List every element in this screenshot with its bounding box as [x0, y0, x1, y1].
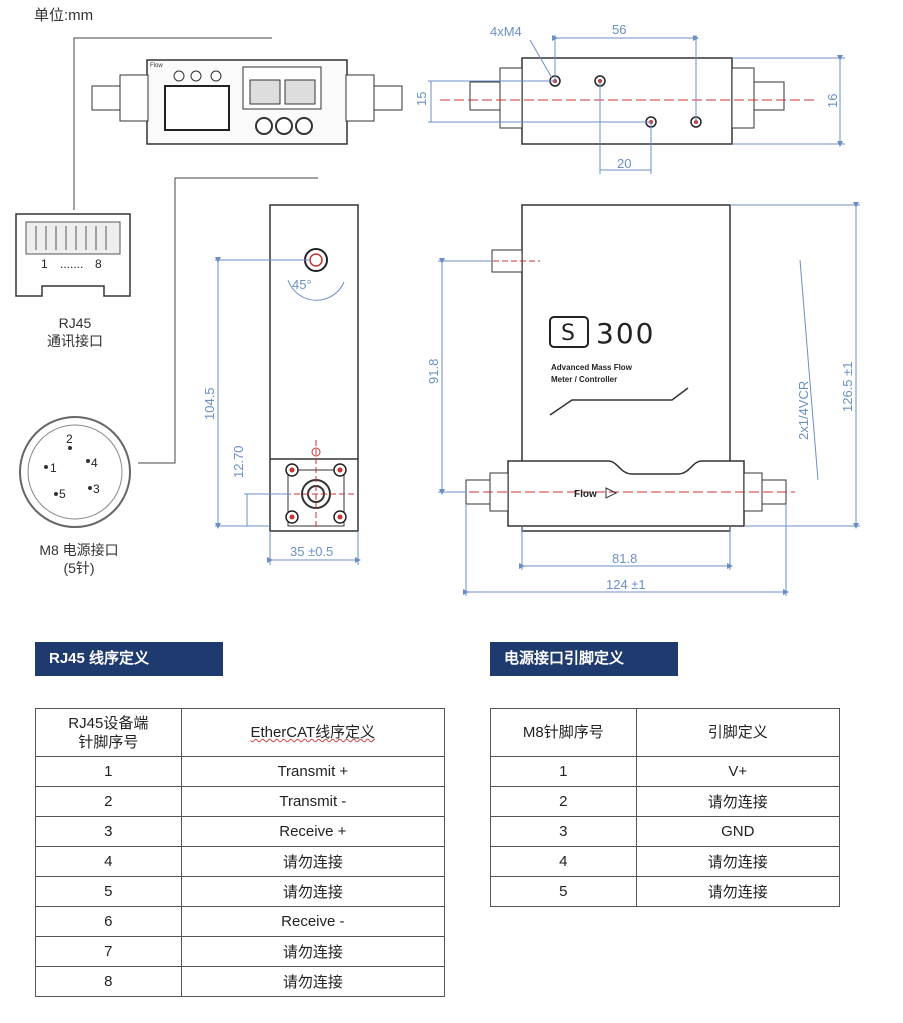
svg-text:Flow: Flow — [150, 63, 163, 69]
pin-number-cell: 2 — [35, 786, 182, 817]
m8-col-def: 引脚定义 — [635, 708, 841, 757]
pin-number-cell: 6 — [35, 906, 182, 937]
pin-number-cell: 1 — [490, 756, 637, 787]
m8-pin-2: 2 — [66, 432, 73, 446]
pin-definition-cell: 请勿连接 — [180, 966, 446, 997]
table-header-row: RJ45设备端 针脚序号 EtherCAT线序定义 — [35, 708, 446, 757]
pin-number-cell: 5 — [35, 876, 182, 907]
pin-number-cell: 3 — [35, 816, 182, 847]
pin-number-cell: 7 — [35, 936, 182, 967]
dim-20: 20 — [617, 156, 631, 171]
dim-81-8: 81.8 — [612, 551, 637, 566]
m8-connector-icon: 2 1 4 3 5 — [19, 416, 131, 528]
pin-definition-cell: V+ — [635, 756, 841, 787]
top-view-right: 4xM4 56 15 16 20 — [414, 22, 845, 174]
pin-number-cell: 8 — [35, 966, 182, 997]
pin-definition-cell: 请勿连接 — [635, 876, 841, 907]
rj45-col-pin: RJ45设备端 针脚序号 — [35, 708, 182, 757]
dim-35: 35 ±0.5 — [290, 544, 333, 559]
rj45-pin-1-text: 1 — [41, 257, 48, 271]
brand-sub-2: Meter / Controller — [551, 375, 617, 384]
pin-definition-cell: GND — [635, 816, 841, 847]
rj45-col-def: EtherCAT线序定义 — [180, 708, 446, 757]
dim-126-5: 126.5 ±1 — [840, 361, 855, 412]
pin-definition-cell: 请勿连接 — [635, 846, 841, 877]
pin-definition-cell: 请勿连接 — [635, 786, 841, 817]
dim-4xm4: 4xM4 — [490, 24, 522, 39]
pin-number-cell: 3 — [490, 816, 637, 847]
dim-91-8: 91.8 — [426, 359, 441, 384]
technical-drawing: Flow 1 ....... 8 2 1 4 3 5 — [15, 22, 860, 596]
rj45-port-icon: 1 ....... 8 — [15, 213, 131, 297]
table-header-row: M8针脚序号 引脚定义 — [490, 708, 841, 757]
angle-dimension: 45° — [292, 277, 312, 292]
dim-56: 56 — [612, 22, 626, 37]
dim-15: 15 — [414, 92, 429, 106]
front-view: S 300 Advanced Mass Flow Meter / Control… — [426, 202, 860, 596]
rj45-pin-8-text: 8 — [95, 257, 102, 271]
brand-sub-1: Advanced Mass Flow — [551, 363, 633, 372]
m8-label: M8 电源接口 (5针) — [39, 542, 119, 576]
pin-number-cell: 4 — [35, 846, 182, 877]
rj45-label: RJ45 通讯接口 — [47, 315, 103, 349]
pin-definition-cell: Transmit + — [180, 756, 446, 787]
m8-pin-4: 4 — [91, 456, 98, 470]
m8-col-pin: M8针脚序号 — [490, 708, 637, 757]
rj45-pin-dots: ....... — [60, 257, 83, 271]
pin-definition-cell: 请勿连接 — [180, 876, 446, 907]
m8-pin-3: 3 — [93, 482, 100, 496]
pin-number-cell: 2 — [490, 786, 637, 817]
pin-number-cell: 5 — [490, 876, 637, 907]
pin-number-cell: 1 — [35, 756, 182, 787]
unit-label: 单位:mm — [34, 7, 94, 24]
m8-pin-5: 5 — [59, 487, 66, 501]
dim-12-70: 12.70 — [231, 445, 246, 478]
rj45-table-title: RJ45 线序定义 — [35, 642, 223, 676]
top-view-left: Flow — [91, 59, 403, 145]
dim-vcr: 2x1/4VCR — [796, 381, 811, 440]
brand-300: 300 — [596, 317, 655, 350]
pin-number-cell: 4 — [490, 846, 637, 877]
side-view: 45° 104.5 12.70 35 ±0.5 — [202, 204, 361, 565]
flow-text: Flow — [574, 489, 597, 500]
m8-table-title: 电源接口引脚定义 — [490, 642, 678, 676]
pin-definition-cell: Receive + — [180, 816, 446, 847]
dim-104-5: 104.5 — [202, 387, 217, 420]
dim-16: 16 — [825, 94, 840, 108]
m8-pin-1: 1 — [50, 461, 57, 475]
pin-definition-cell: 请勿连接 — [180, 936, 446, 967]
dim-124: 124 ±1 — [606, 577, 646, 592]
pin-definition-cell: Receive - — [180, 906, 446, 937]
brand-s: S — [561, 321, 575, 346]
pin-definition-cell: Transmit - — [180, 786, 446, 817]
pin-definition-cell: 请勿连接 — [180, 846, 446, 877]
